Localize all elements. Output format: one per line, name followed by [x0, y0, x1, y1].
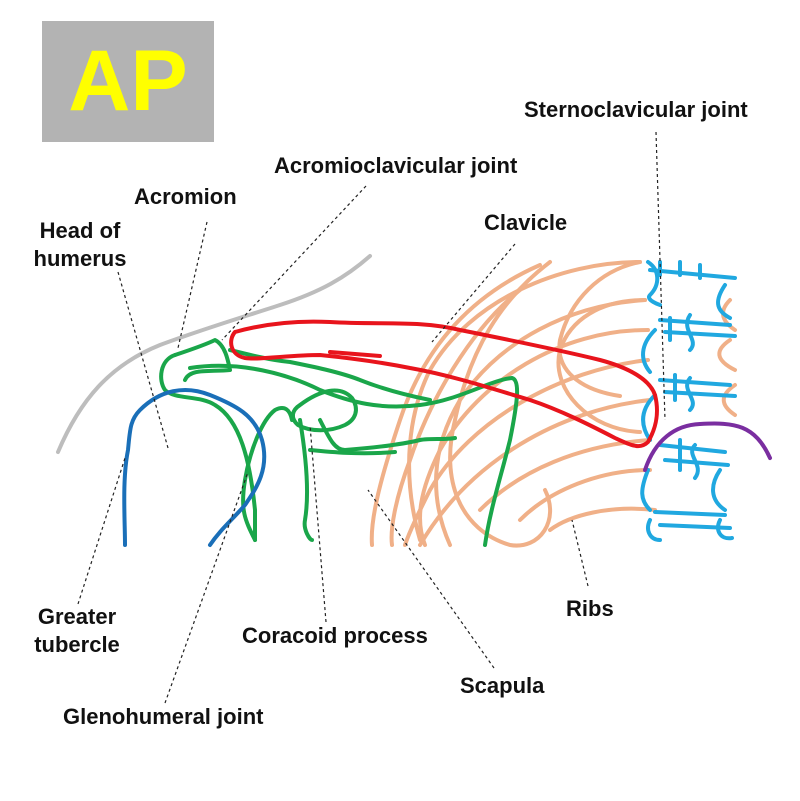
label-clavicle: Clavicle: [484, 210, 568, 235]
humerus-head: [122, 388, 267, 547]
leader-head-of-humerus: [117, 271, 169, 449]
scapula-acromion: [173, 338, 232, 382]
vertebra: [641, 328, 657, 374]
label-ribs: Ribs: [566, 596, 614, 621]
scapula: [159, 338, 520, 547]
leader-greater-tubercle: [77, 457, 126, 605]
leader-glenohumeral: [164, 471, 249, 704]
vertebrae: [640, 260, 737, 542]
leader-sternoclavicular: [655, 131, 666, 421]
leader-scapula: [367, 489, 495, 669]
vertebra: [648, 268, 737, 280]
label-greater-tubercle: Greater tubercle: [34, 604, 120, 657]
view-badge: AP: [42, 21, 214, 142]
leader-ribs: [571, 519, 589, 587]
rib: [556, 298, 647, 434]
rib: [407, 260, 642, 542]
scapula-lower: [308, 448, 397, 456]
vertebra: [658, 378, 737, 398]
ribs: [369, 260, 737, 548]
rib: [448, 260, 552, 548]
scapula-outline: [159, 353, 257, 542]
leader-lines: [77, 131, 666, 704]
scapula-body: [298, 418, 314, 542]
scapula-spine: [188, 363, 520, 547]
scapula-inner: [318, 418, 457, 452]
rib: [403, 358, 650, 547]
humerus: [122, 388, 267, 547]
label-head-of-humerus: Head of humerus: [33, 218, 127, 271]
label-acromion: Acromion: [134, 184, 237, 209]
rib: [717, 338, 737, 372]
rib: [557, 260, 642, 398]
rib: [369, 263, 542, 547]
label-sternoclavicular-joint: Sternoclavicular joint: [524, 97, 748, 122]
clavicle-ridge: [328, 350, 382, 358]
vertebra: [640, 468, 652, 512]
vertebra: [716, 518, 734, 541]
rib: [518, 468, 652, 522]
label-coracoid-process: Coracoid process: [242, 623, 428, 648]
leader-acromioclavicular: [221, 185, 367, 341]
label-scapula: Scapula: [460, 673, 545, 698]
vertebra: [711, 468, 727, 512]
label-acromioclavicular-joint: Acromioclavicular joint: [274, 153, 518, 178]
clavicle-outline: [229, 319, 659, 449]
first-rib: [643, 421, 772, 472]
view-badge-text: AP: [68, 33, 188, 129]
vertebra: [678, 438, 700, 480]
vertebra: [716, 283, 732, 320]
rib: [548, 506, 657, 532]
vertebra: [641, 393, 657, 442]
vertebra: [668, 313, 695, 352]
vertebra: [646, 518, 662, 542]
clavicle: [229, 319, 659, 449]
soft-tissue-outline: [56, 254, 372, 454]
leader-coracoid: [309, 424, 327, 623]
vertebra: [673, 373, 695, 412]
rib: [418, 398, 652, 547]
leader-clavicle: [431, 243, 516, 343]
label-glenohumeral-joint: Glenohumeral joint: [63, 704, 264, 729]
scapula-coracoid: [291, 388, 358, 433]
rib: [721, 383, 737, 417]
scapula-glenoid: [241, 406, 294, 542]
